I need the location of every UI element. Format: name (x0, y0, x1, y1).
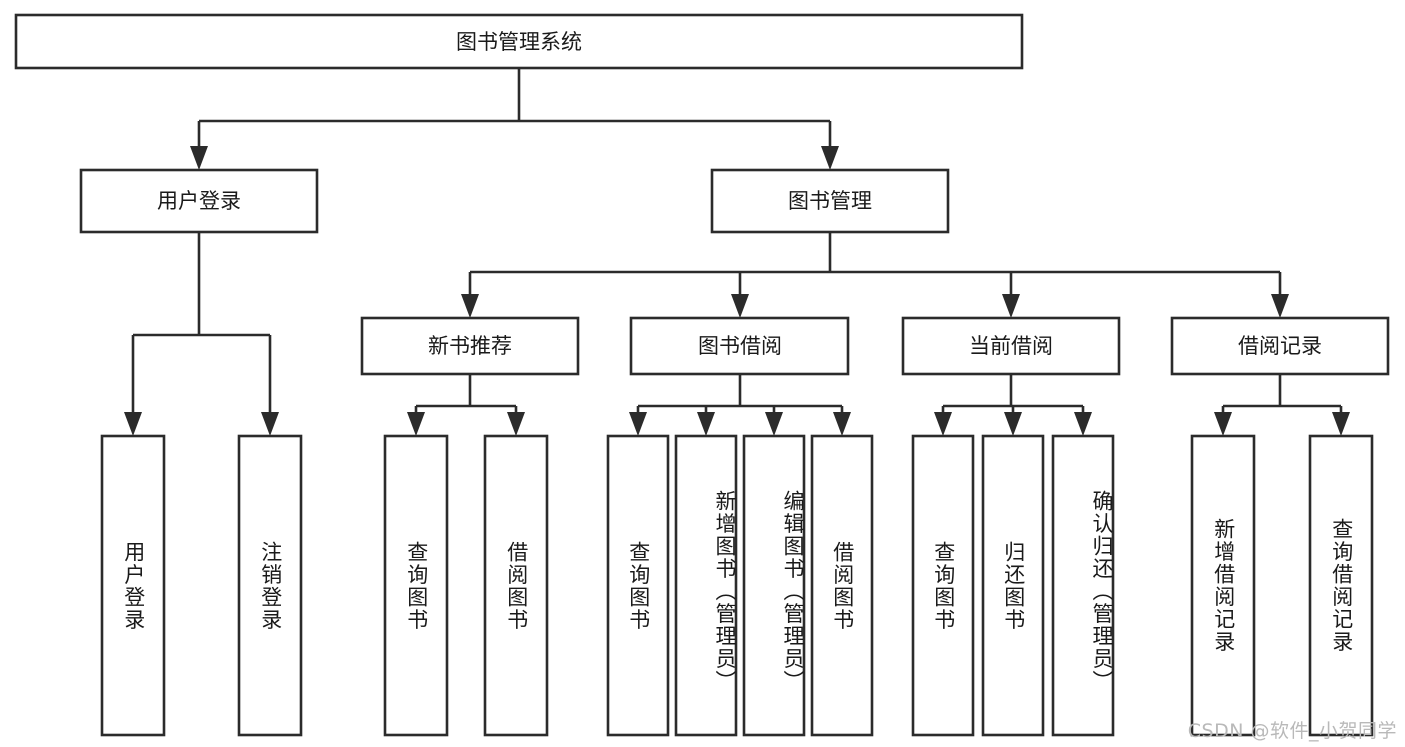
node-new-book-rec[interactable]: 新书推荐 (360, 316, 580, 376)
arrow-to-leaf-user-login (124, 412, 142, 436)
node-leaf-return-book-box[interactable] (981, 434, 1045, 737)
node-borrow-record-box[interactable] (1170, 316, 1390, 376)
node-current-borrow[interactable]: 当前借阅 (901, 316, 1121, 376)
node-borrow-record[interactable]: 借阅记录 (1170, 316, 1390, 376)
node-current-borrow-box[interactable] (901, 316, 1121, 376)
arrow-to-leaf-add-book (697, 412, 715, 436)
node-root[interactable]: 图书管理系统 (14, 13, 1024, 70)
arrow-root-to-user-login (190, 146, 208, 170)
node-leaf-query-book-rec-box[interactable] (383, 434, 449, 737)
node-leaf-query-book-borrow-box[interactable] (606, 434, 670, 737)
node-book-manage[interactable]: 图书管理 (710, 168, 950, 234)
watermark-text: CSDN @软件_小贺同学 (1187, 720, 1397, 742)
arrow-to-leaf-borrow-book (833, 412, 851, 436)
node-book-borrow-box[interactable] (629, 316, 850, 376)
arrow-to-leaf-query-record (1332, 412, 1350, 436)
node-leaf-borrow-book-box[interactable] (810, 434, 874, 737)
arrow-to-leaf-edit-book (765, 412, 783, 436)
node-book-manage-box[interactable] (710, 168, 950, 234)
node-leaf-query-book-cur-box[interactable] (911, 434, 975, 737)
arrow-to-book-borrow (731, 294, 749, 318)
arrow-to-leaf-confirm-return (1074, 412, 1092, 436)
arrow-root-to-book-manage (821, 146, 839, 170)
node-root-label: 图书管理系统 (456, 30, 582, 54)
node-leaf-borrow-book-rec-box[interactable] (483, 434, 549, 737)
node-leaf-user-login-box[interactable] (100, 434, 166, 737)
node-leaf-query-record-box[interactable] (1308, 434, 1374, 737)
node-leaf-confirm-return-box[interactable] (1051, 434, 1115, 737)
arrow-to-leaf-query-book-cur (934, 412, 952, 436)
node-user-login-box[interactable] (79, 168, 319, 234)
node-user-login[interactable]: 用户登录 (79, 168, 319, 234)
node-leaf-logout-box[interactable] (237, 434, 303, 737)
arrow-to-current-borrow (1002, 294, 1020, 318)
arrow-to-leaf-return-book (1004, 412, 1022, 436)
arrow-to-new-book-rec (461, 294, 479, 318)
node-leaf-add-record-box[interactable] (1190, 434, 1256, 737)
arrow-to-leaf-add-record (1214, 412, 1232, 436)
node-book-borrow-label: 图书借阅 (698, 334, 782, 358)
connector-layer (124, 68, 1350, 436)
leaf-box-layer[interactable] (100, 434, 1374, 737)
node-book-borrow[interactable]: 图书借阅 (629, 316, 850, 376)
arrow-to-leaf-query-book-borrow (629, 412, 647, 436)
node-book-manage-label: 图书管理 (788, 189, 872, 213)
node-new-book-rec-label: 新书推荐 (428, 334, 512, 358)
arrow-to-leaf-query-book-rec (407, 412, 425, 436)
node-current-borrow-label: 当前借阅 (969, 334, 1053, 358)
node-new-book-rec-box[interactable] (360, 316, 580, 376)
node-root-box[interactable] (14, 13, 1024, 70)
node-user-login-label: 用户登录 (157, 189, 241, 213)
arrow-to-borrow-record (1271, 294, 1289, 318)
arrow-to-leaf-borrow-book-rec (507, 412, 525, 436)
arrow-to-leaf-logout (261, 412, 279, 436)
node-leaf-add-book-box[interactable] (674, 434, 738, 737)
node-borrow-record-label: 借阅记录 (1238, 334, 1322, 358)
node-leaf-edit-book-box[interactable] (742, 434, 806, 737)
